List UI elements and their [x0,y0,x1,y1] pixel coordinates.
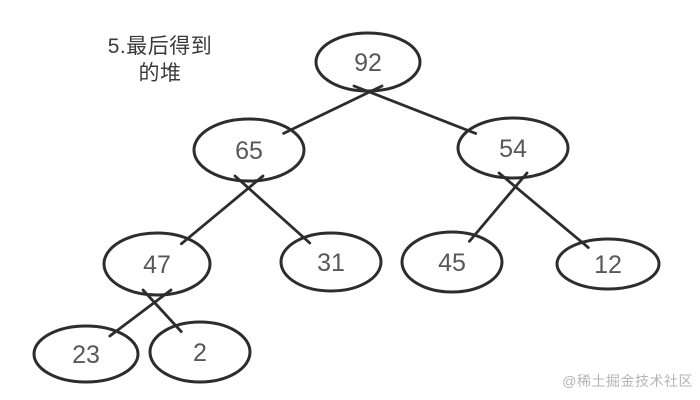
node-value: 45 [438,249,466,277]
node-value: 23 [72,341,100,369]
node-value: 65 [235,137,263,165]
node-value: 31 [317,249,345,277]
node-value: 54 [499,135,527,163]
tree-node-92: 92 [314,31,422,93]
tree-edge-65-47 [179,174,265,246]
node-ellipse [32,324,140,384]
tree-edge-47-2 [141,288,183,334]
node-value: 2 [193,339,207,367]
tree-edge-54-45 [468,171,529,243]
tree-edge-92-65 [282,84,384,135]
watermark: @稀土掘金技术社区 [562,373,693,389]
node-ellipse [555,237,661,291]
tree-edge-54-12 [497,171,590,249]
tree-node-2: 2 [148,320,252,384]
tree-node-54: 54 [456,116,570,180]
diagram-title-line1: 5.最后得到 [107,35,213,58]
tree-edge-92-54 [352,84,478,135]
node-ellipse [400,230,504,294]
tree-node-12: 12 [555,237,661,291]
tree-edge-47-23 [108,288,173,338]
tree-node-23: 23 [32,324,140,384]
diagram-title: 5.最后得到 的堆 [96,33,224,87]
tree-node-45: 45 [400,230,504,294]
node-ellipse [102,231,212,297]
tree-node-65: 65 [192,117,306,183]
node-ellipse [192,117,306,183]
node-ellipse [279,231,383,293]
node-value: 92 [354,49,382,77]
tree-node-47: 47 [102,231,212,297]
node-value: 47 [143,251,171,279]
tree-edge-65-31 [233,174,312,245]
diagram-title-line2: 的堆 [138,62,182,85]
tree-node-31: 31 [279,231,383,293]
node-value: 12 [594,251,622,279]
node-ellipse [456,116,570,180]
node-ellipse [148,320,252,384]
